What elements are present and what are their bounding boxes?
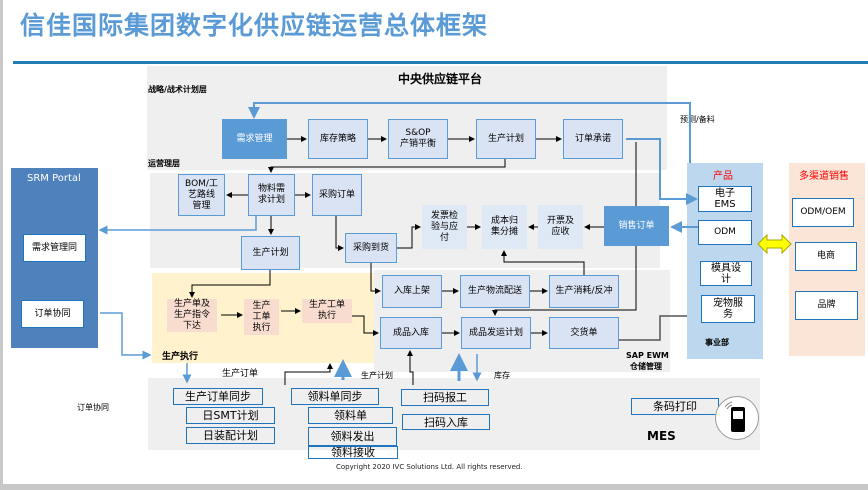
bu-odm[interactable]: ODM	[698, 220, 752, 245]
sop-box[interactable]: S&OP 产销平衡	[388, 119, 448, 159]
inventory-strategy-box[interactable]: 库存策略	[308, 119, 368, 159]
forecast-label: 预测/备料	[680, 115, 715, 124]
billing-receivable-box[interactable]: 开票及 应收	[538, 205, 583, 249]
page-title: 信佳国际集团数字化供应链运营总体框架	[20, 11, 489, 40]
cost-allocation-box[interactable]: 成本归 集分摊	[482, 205, 527, 249]
warehouse-mgmt-label: 仓储管理	[630, 362, 662, 371]
mes-picklist[interactable]: 领料单	[308, 407, 393, 424]
purchase-receipt-box[interactable]: 采购到货	[345, 233, 397, 263]
mes-scan-report[interactable]: 扫码报工	[401, 389, 489, 406]
title-divider	[13, 61, 868, 64]
central-platform-title: 中央供应链平台	[398, 72, 483, 86]
mrp-box[interactable]: 物料需 求计划	[248, 174, 295, 216]
bu-mold-design[interactable]: 模具设 计	[700, 261, 752, 286]
srm-portal-title: SRM Portal	[27, 173, 81, 184]
work-order-exec-box-1[interactable]: 生产 工单 执行	[244, 299, 279, 335]
strategic-layer-label: 战略/战术计划层	[148, 85, 207, 94]
barcode-scanner-icon	[715, 396, 759, 440]
mes-picklist-sync[interactable]: 领料单同步	[291, 388, 379, 405]
window-frame-bottom	[0, 484, 868, 490]
operations-layer-label: 运营理层	[148, 159, 180, 168]
invoice-verify-box[interactable]: 发票检 验与应 付	[422, 205, 467, 249]
srm-demand-collab[interactable]: 需求管理同	[23, 234, 86, 262]
srm-order-collab[interactable]: 订单协同	[21, 300, 84, 328]
channel-brand[interactable]: 品牌	[795, 291, 858, 320]
copyright: Copyright 2020 IVC Solutions Ltd. All ri…	[336, 463, 523, 471]
production-plan-strategic-box[interactable]: 生产计划	[476, 119, 536, 159]
mes-material-issue[interactable]: 领料发出	[308, 427, 397, 446]
inventory-flow-label: 库存	[494, 371, 510, 380]
order-collab-label: 订单协同	[77, 403, 109, 412]
mes-production-order-sync[interactable]: 生产订单同步	[173, 388, 263, 405]
purchase-order-box[interactable]: 采购订单	[312, 174, 362, 216]
mes-barcode-print[interactable]: 条码打印	[631, 398, 719, 415]
production-consumption-box[interactable]: 生产消耗/反冲	[549, 275, 619, 308]
mes-material-receive[interactable]: 领料接收	[308, 446, 398, 459]
bu-ems[interactable]: 电子 EMS	[698, 186, 752, 212]
operations-panel	[150, 173, 660, 268]
demand-management-box[interactable]: 需求管理	[222, 119, 287, 159]
bom-routing-box[interactable]: BOM/工 艺路线 管理	[178, 174, 225, 216]
sales-order-box[interactable]: 销售订单	[604, 206, 669, 246]
mes-daily-assembly-plan[interactable]: 日装配计划	[186, 427, 275, 444]
arrow-srm-to-exec	[100, 312, 152, 360]
channel-odm-oem[interactable]: ODM/OEM	[792, 198, 854, 227]
work-order-exec-box-2[interactable]: 生产工单 执行	[302, 299, 352, 323]
production-logistics-box[interactable]: 生产物流配送	[460, 275, 530, 308]
order-promise-box[interactable]: 订单承诺	[563, 119, 623, 159]
sap-ewm-label: SAP EWM	[626, 351, 669, 360]
production-order-release-box[interactable]: 生产单及 生产指令 下达	[167, 299, 217, 332]
mes-scan-receipt[interactable]: 扫码入库	[402, 414, 490, 430]
channel-ecommerce[interactable]: 电商	[795, 242, 857, 271]
mes-label: MES	[647, 429, 676, 443]
product-heading: 产品	[713, 171, 733, 182]
shipment-plan-box[interactable]: 成品发运计划	[461, 317, 531, 349]
production-plan-box[interactable]: 生产计划	[241, 236, 300, 270]
channel-heading: 多渠道销售	[799, 171, 849, 182]
delivery-note-box[interactable]: 交货单	[549, 317, 619, 349]
bu-pet-service[interactable]: 宠物服 务	[701, 295, 755, 323]
putaway-box[interactable]: 入库上架	[382, 275, 442, 308]
production-order-flow-label: 生产订单	[222, 369, 259, 379]
mes-daily-smt-plan[interactable]: 日SMT计划	[186, 407, 275, 424]
finished-goods-receipt-box[interactable]: 成品入库	[380, 317, 442, 349]
window-frame-left	[0, 0, 3, 490]
production-plan-flow-label: 生产计划	[361, 371, 393, 380]
business-unit-label: 事业部	[705, 338, 729, 347]
production-exec-label: 生产执行	[162, 352, 199, 362]
